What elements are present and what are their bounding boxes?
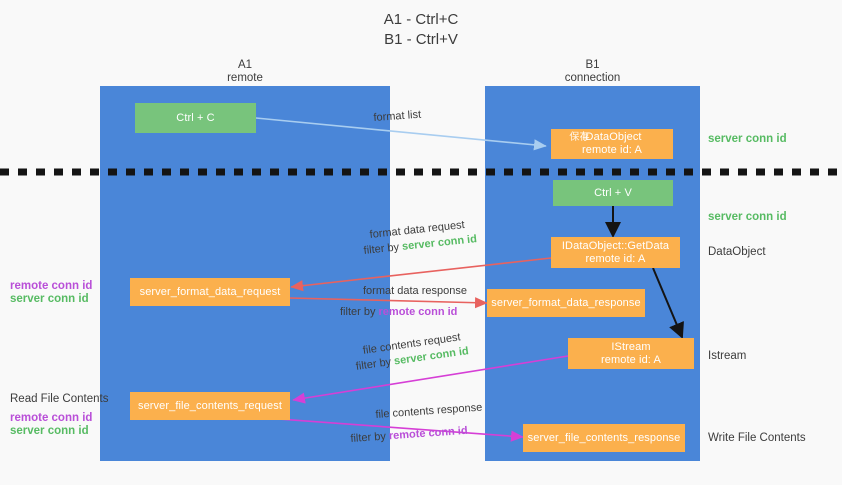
- box-server-format-data-request-label: server_format_data_request: [139, 285, 281, 298]
- box-ctrl-c[interactable]: Ctrl + C: [135, 103, 256, 133]
- box-ctrl-v[interactable]: Ctrl + V: [553, 180, 673, 206]
- filter-value-2: remote conn id: [378, 306, 458, 318]
- right-label-server-conn-id-2: server conn id: [708, 211, 787, 223]
- page-title: A1 - Ctrl+C B1 - Ctrl+V: [0, 10, 842, 50]
- left-label-server-conn-id-2: server conn id: [10, 425, 89, 437]
- title-line-1: A1 - Ctrl+C: [383, 11, 459, 28]
- box-server-format-data-response[interactable]: server_format_data_response: [487, 289, 645, 317]
- box-server-format-data-response-label: server_format_data_response: [491, 296, 641, 309]
- box-server-file-contents-response[interactable]: server_file_contents_response: [523, 424, 685, 452]
- filter-prefix-1: filter by: [363, 241, 400, 257]
- title-line-2: B1 - Ctrl+V: [384, 31, 458, 48]
- left-label-read-file-contents: Read File Contents: [10, 393, 109, 405]
- filter-value-4: remote conn id: [388, 424, 468, 443]
- box-istream[interactable]: IStream remote id: A: [568, 338, 694, 369]
- filter-prefix-4: filter by: [350, 430, 387, 445]
- box-idataobject-overlap-glyphs: 保存: [569, 132, 590, 143]
- left-label-remote-conn-id-1: remote conn id: [10, 280, 93, 292]
- edge-label-format-list: format list: [373, 108, 422, 124]
- box-ctrl-c-label: Ctrl + C: [176, 111, 215, 124]
- box-server-format-data-request[interactable]: server_format_data_request: [130, 278, 290, 306]
- box-idataobject-line1-text: IDataObject: [582, 131, 642, 143]
- box-getdata-line2: remote id: A: [585, 252, 646, 265]
- right-label-istream: Istream: [708, 350, 747, 362]
- right-label-server-conn-id-1: server conn id: [708, 133, 787, 145]
- lane-b1-title: B1: [585, 59, 600, 71]
- box-istream-line1: IStream: [611, 340, 651, 353]
- box-idataobject-getdata[interactable]: IDataObject::GetData remote id: A: [551, 237, 680, 268]
- box-idataobject-line2: remote id: A: [582, 144, 642, 156]
- box-istream-line2: remote id: A: [601, 353, 661, 366]
- box-idataobject-line1: 保存 IDataObject: [569, 131, 642, 144]
- box-server-file-contents-request[interactable]: server_file_contents_request: [130, 392, 290, 420]
- right-label-write-file-contents: Write File Contents: [708, 432, 806, 444]
- lane-b1-subtitle: connection: [564, 72, 621, 84]
- lane-a1-subtitle: remote: [227, 72, 263, 84]
- edge-label-file-contents-response: file contents response: [375, 401, 483, 421]
- filter-prefix-2: filter by: [340, 306, 376, 318]
- box-ctrl-v-label: Ctrl + V: [594, 186, 632, 199]
- box-server-file-contents-request-label: server_file_contents_request: [137, 399, 283, 412]
- box-server-file-contents-response-label: server_file_contents_response: [527, 431, 681, 444]
- right-label-dataobject: DataObject: [708, 246, 766, 258]
- left-label-server-conn-id-1: server conn id: [10, 293, 89, 305]
- box-getdata-line1: IDataObject::GetData: [561, 239, 670, 252]
- lane-a1-header: A1 remote: [100, 59, 390, 85]
- edge-label-format-data-response-filter: filter by remote conn id: [340, 305, 457, 319]
- lane-b1-header: B1 connection: [485, 59, 700, 85]
- left-label-remote-conn-id-2: remote conn id: [10, 412, 93, 424]
- lane-a1-title: A1: [237, 59, 253, 71]
- edge-label-format-data-response: format data response: [363, 285, 467, 297]
- box-idataobject[interactable]: 保存 IDataObject remote id: A: [551, 129, 673, 159]
